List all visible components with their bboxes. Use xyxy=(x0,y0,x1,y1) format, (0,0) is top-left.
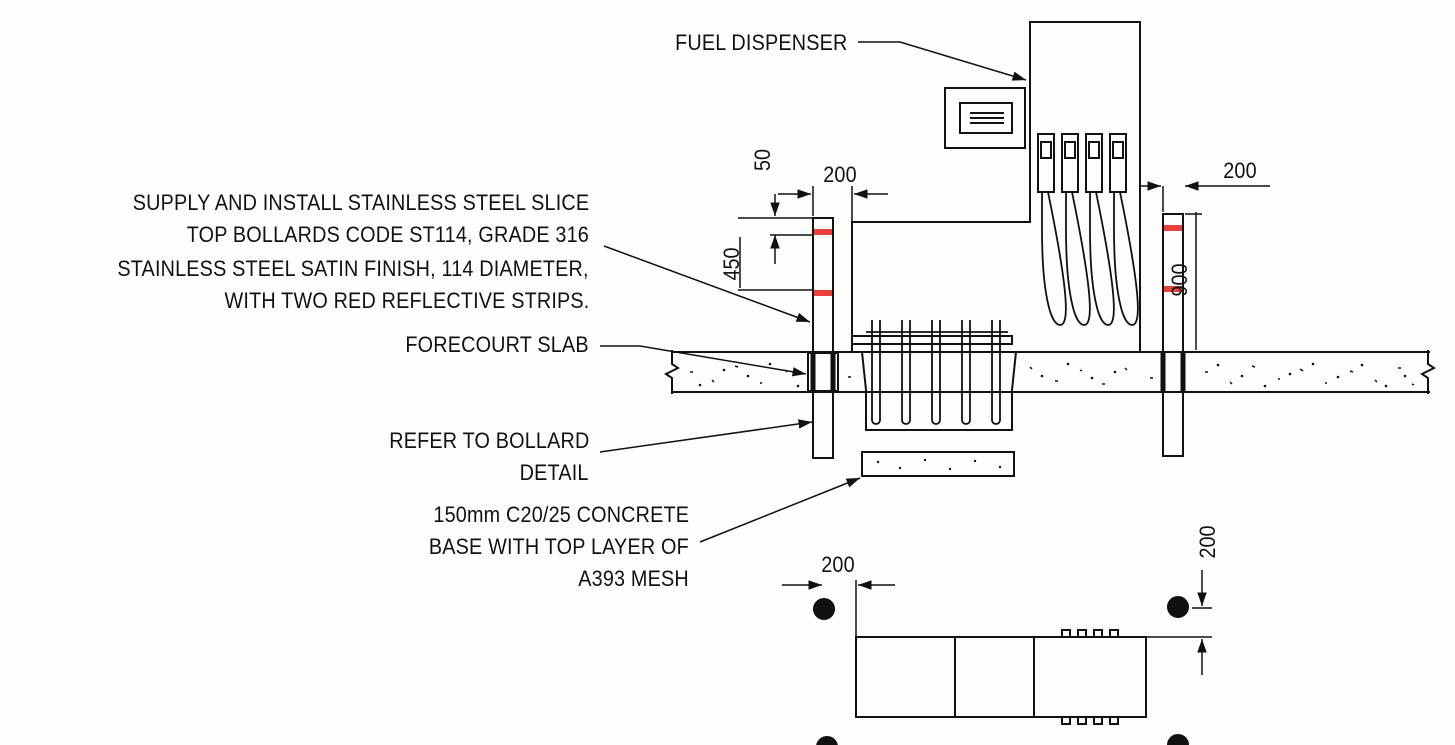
slab-aggregate xyxy=(690,365,1415,386)
plan-dim-200-side: 200 xyxy=(1195,525,1220,559)
dim-200-right: 200 xyxy=(1223,158,1257,183)
anchor-bolts xyxy=(866,320,1008,425)
dispenser-nozzles xyxy=(1037,133,1127,193)
plan-dim-lines xyxy=(782,570,1212,675)
concrete-base xyxy=(861,451,1015,477)
dim-200-right-lines xyxy=(1140,181,1270,212)
bollard-note-line-3: STAINLESS STEEL SATIN FINISH, 114 DIAMET… xyxy=(117,256,589,281)
forecourt-slab-label: FORECOURT SLAB xyxy=(405,332,589,357)
right-bollard-reflective-strip-top xyxy=(1164,225,1182,231)
right-bollard xyxy=(1160,213,1186,457)
leader-lines xyxy=(599,41,1027,543)
concrete-base-line-3: A393 MESH xyxy=(578,566,689,591)
dim-200-left-lines xyxy=(778,186,888,222)
plan-dim-200-top: 200 xyxy=(821,552,855,577)
concrete-base-line-2: BASE WITH TOP LAYER OF xyxy=(429,534,689,559)
concrete-base-aggregate xyxy=(876,458,1002,471)
dim-50-lines xyxy=(738,194,813,264)
dim-50: 50 xyxy=(750,148,775,172)
dim-450-lines xyxy=(738,237,813,291)
bollard-note-line-4: WITH TWO RED REFLECTIVE STRIPS. xyxy=(224,288,589,313)
forecourt-slab xyxy=(664,350,1436,394)
dim-900-lines xyxy=(1185,212,1202,350)
bollard-detail-line-2: DETAIL xyxy=(520,460,589,485)
left-bollard xyxy=(807,217,839,459)
plan-view-island xyxy=(855,629,1147,725)
dispenser-hoses xyxy=(1041,191,1139,326)
concrete-base-line-1: 150mm C20/25 CONCRETE xyxy=(433,502,689,527)
bollard-note-line-1: SUPPLY AND INSTALL STAINLESS STEEL SLICE xyxy=(132,190,589,215)
fuel-dispenser xyxy=(851,21,1141,352)
dim-200-left: 200 xyxy=(823,162,857,187)
slab-aggregate-dots xyxy=(698,362,1407,388)
left-bollard-reflective-strip-bottom xyxy=(814,290,832,296)
bollard-detail-line-1: REFER TO BOLLARD xyxy=(388,428,589,453)
dim-450: 450 xyxy=(719,247,744,281)
left-bollard-reflective-strip-top xyxy=(814,229,832,235)
fuel-dispenser-label: FUEL DISPENSER xyxy=(674,30,847,55)
right-bollard-reflective-strip-bottom xyxy=(1164,286,1182,292)
bollard-note-line-2: TOP BOLLARDS CODE ST114, GRADE 316 xyxy=(186,222,589,247)
dim-900: 900 xyxy=(1167,263,1192,297)
plan-view-bollards xyxy=(813,596,1189,745)
